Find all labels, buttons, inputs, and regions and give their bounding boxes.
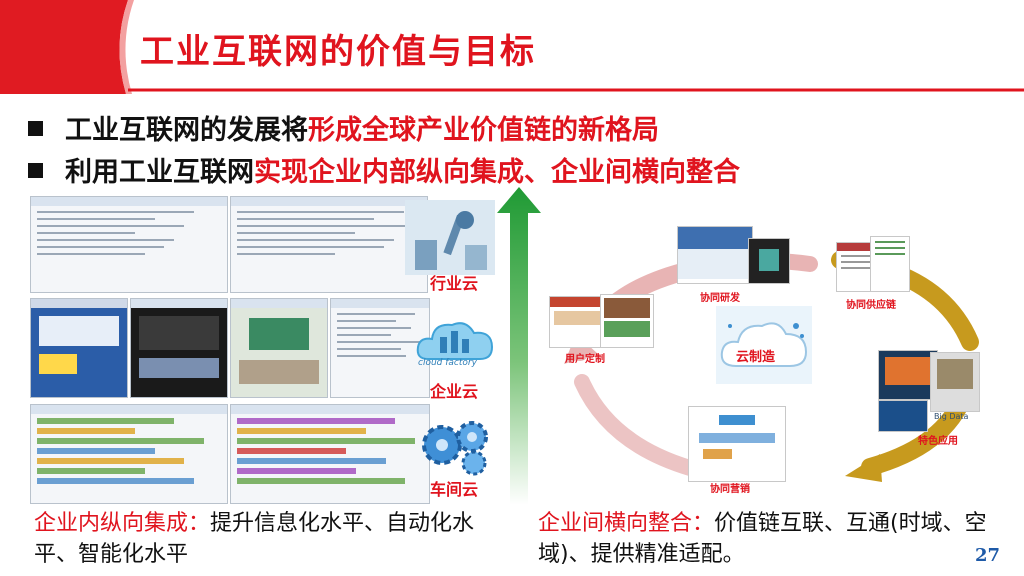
square-bullet-icon bbox=[28, 121, 43, 136]
cloud-center-label: 云制造 bbox=[736, 350, 776, 365]
thumb-collaborative-rd bbox=[677, 226, 753, 284]
green-up-arrow-icon bbox=[497, 187, 541, 505]
screenshot-workshop-1 bbox=[30, 404, 228, 504]
thumb-special-app-2 bbox=[930, 352, 980, 412]
layer-label-enterprise: 企业云 bbox=[430, 382, 479, 401]
thumb-supply-chain-2 bbox=[870, 236, 910, 292]
screenshot-workshop-2 bbox=[230, 404, 430, 504]
square-bullet-icon bbox=[28, 163, 43, 178]
screenshot-enterprise-1 bbox=[30, 298, 128, 398]
thumb-user-custom-2 bbox=[600, 294, 654, 348]
bottom-left-text: 企业内纵向集成：提升信息化水平、自动化水平、智能化水平 bbox=[34, 511, 475, 567]
layer-label-workshop: 车间云 bbox=[430, 480, 479, 499]
screenshot-industry-1 bbox=[30, 196, 228, 293]
cloud-factory-logo-text: cloud factory bbox=[418, 358, 477, 368]
screenshot-enterprise-3 bbox=[230, 298, 328, 398]
screenshot-enterprise-2 bbox=[130, 298, 228, 398]
thumb-marketing bbox=[688, 406, 786, 482]
gears-cloud-icon bbox=[422, 421, 488, 476]
cloud-manufacturing-icon bbox=[716, 306, 812, 384]
thumb-special-app-3 bbox=[878, 400, 928, 432]
node-label-marketing: 协同营销 bbox=[710, 484, 750, 495]
node-label-custom: 用户定制 bbox=[565, 354, 605, 365]
thumb-user-custom bbox=[549, 296, 607, 348]
bullet-2: 利用工业互联网实现企业内部纵向集成、企业间横向整合 bbox=[28, 150, 740, 189]
thumb-collaborative-rd-2 bbox=[748, 238, 790, 284]
header-band bbox=[0, 0, 1024, 94]
cloud-factory-logo-icon bbox=[416, 322, 494, 360]
bullet-1: 工业互联网的发展将形成全球产业价值链的新格局 bbox=[28, 108, 659, 147]
node-label-rd: 协同研发 bbox=[700, 293, 740, 304]
bottom-right-text: 企业间横向整合：价值链互联、互通(时域、空域)、提供精准适配。 bbox=[538, 511, 987, 567]
screenshot-industry-2 bbox=[230, 196, 428, 293]
industry-robot-icon bbox=[405, 200, 495, 275]
layer-label-industry: 行业云 bbox=[430, 274, 479, 293]
node-label-supply: 协同供应链 bbox=[846, 300, 896, 311]
screenshot-enterprise-4 bbox=[330, 298, 430, 398]
thumb-special-app bbox=[878, 350, 938, 400]
page-number: 27 bbox=[975, 545, 1001, 566]
big-data-label: Big Data bbox=[934, 412, 969, 421]
slide-title: 工业互联网的价值与目标 bbox=[140, 32, 536, 72]
node-label-special: 特色应用 bbox=[918, 436, 958, 447]
